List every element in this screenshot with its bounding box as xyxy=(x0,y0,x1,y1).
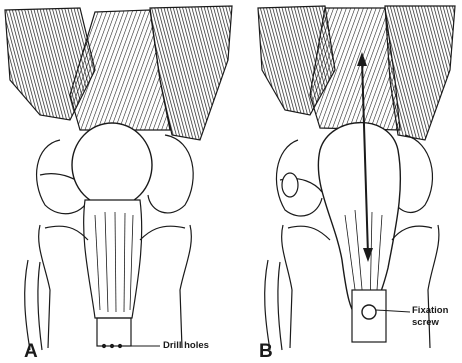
screw-label: screw xyxy=(412,317,439,328)
panel-a-label: A xyxy=(24,341,38,363)
panel-a-tibial-slot xyxy=(97,318,131,346)
panel-b-quadriceps-tendon xyxy=(310,8,400,130)
panel-b-label: B xyxy=(259,341,273,363)
drill-holes-label: Drill holes xyxy=(163,340,209,351)
fixation-screw xyxy=(362,305,376,319)
panel-a-patella xyxy=(72,123,152,207)
panel-a-drawing xyxy=(5,6,232,350)
panel-b-drawing xyxy=(258,6,455,350)
fixation-label: Fixation xyxy=(412,305,448,316)
panel-a-femur-condyle-right xyxy=(148,135,193,213)
